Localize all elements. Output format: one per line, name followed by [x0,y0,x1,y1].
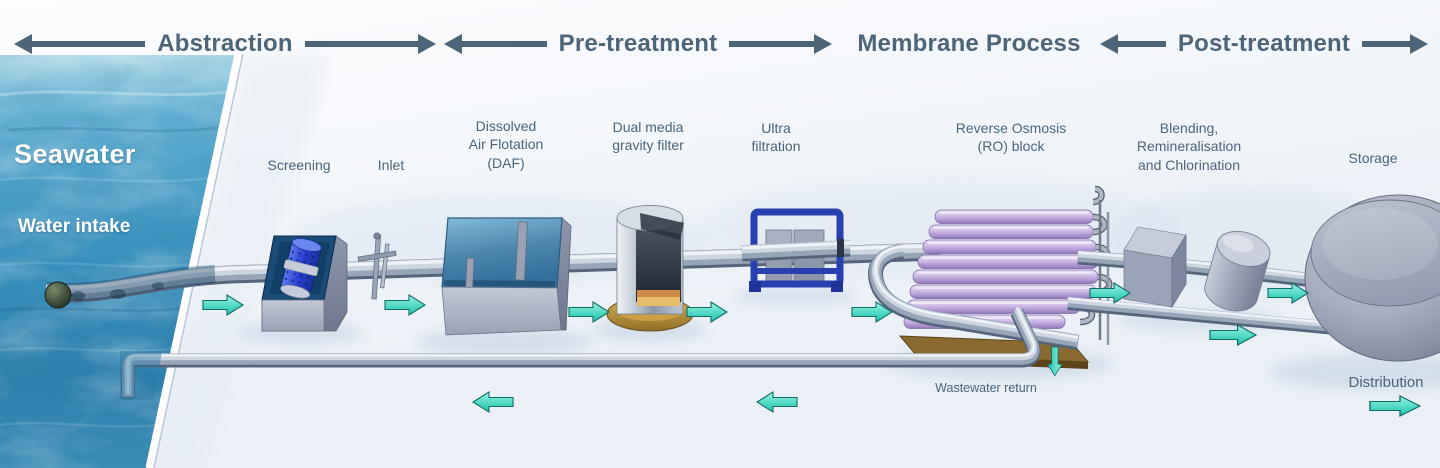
inlet-valve [357,232,397,300]
return-arrow-1 [472,391,514,413]
water-intake-label: Water intake [18,216,131,237]
stage-abstraction: Abstraction [14,30,436,57]
stage-pre-treatment: Pre-treatment [444,30,832,57]
reverse-osmosis-label: Reverse Osmosis (RO) block [955,120,1067,155]
blending-label: Blending, Remineralisation and Chlorinat… [1136,120,1242,173]
stage-label: Post-treatment [1177,30,1351,57]
flow-arrow-2 [384,294,426,316]
intake-head [44,281,72,309]
distribution-label: Distribution [1348,374,1424,391]
screening-drum [280,238,322,299]
stage-membrane-process: Membrane Process [849,30,1089,57]
stage-arrow-left-icon [461,41,547,47]
distribution-arrow [1369,395,1421,417]
return-arrow-2 [756,391,798,413]
stage-post-treatment: Post-treatment [1100,30,1428,57]
chlorination-tank [1204,230,1271,312]
sea-edge-highlight [145,53,242,468]
screening-label: Screening [267,157,331,173]
dual-media-filter [606,205,694,332]
stage-label: Membrane Process [857,30,1081,57]
stage-arrow-right-icon [729,41,815,47]
seawater-title: Seawater [14,139,136,169]
uf-pipe-section [742,239,850,257]
flow-arrow-3 [568,301,610,323]
wastewater-return-pipe [120,308,1034,401]
daf-unit [441,217,572,336]
stage-label: Pre-treatment [558,30,718,57]
ultrafiltration-label: Ultra filtration [751,120,801,155]
blending-unit [1123,226,1187,309]
seawater-region [0,53,244,468]
inlet-label: Inlet [377,157,405,173]
storage-label: Storage [1348,150,1398,166]
storage-tank [1304,194,1440,362]
stage-label: Abstraction [157,30,293,57]
flow-arrow-4 [686,301,728,323]
dual-media-filter-label: Dual media gravity filter [612,119,684,154]
wastewater-return-label: Wastewater return [935,381,1037,395]
stage-arrow-left-icon [1117,41,1166,47]
stage-arrow-right-icon [1362,41,1412,47]
screening-unit [261,235,348,332]
stage-arrow-left-icon [31,41,146,47]
daf-label: Dissolved Air Flotation (DAF) [468,118,544,171]
stage-arrow-right-icon [304,41,419,47]
